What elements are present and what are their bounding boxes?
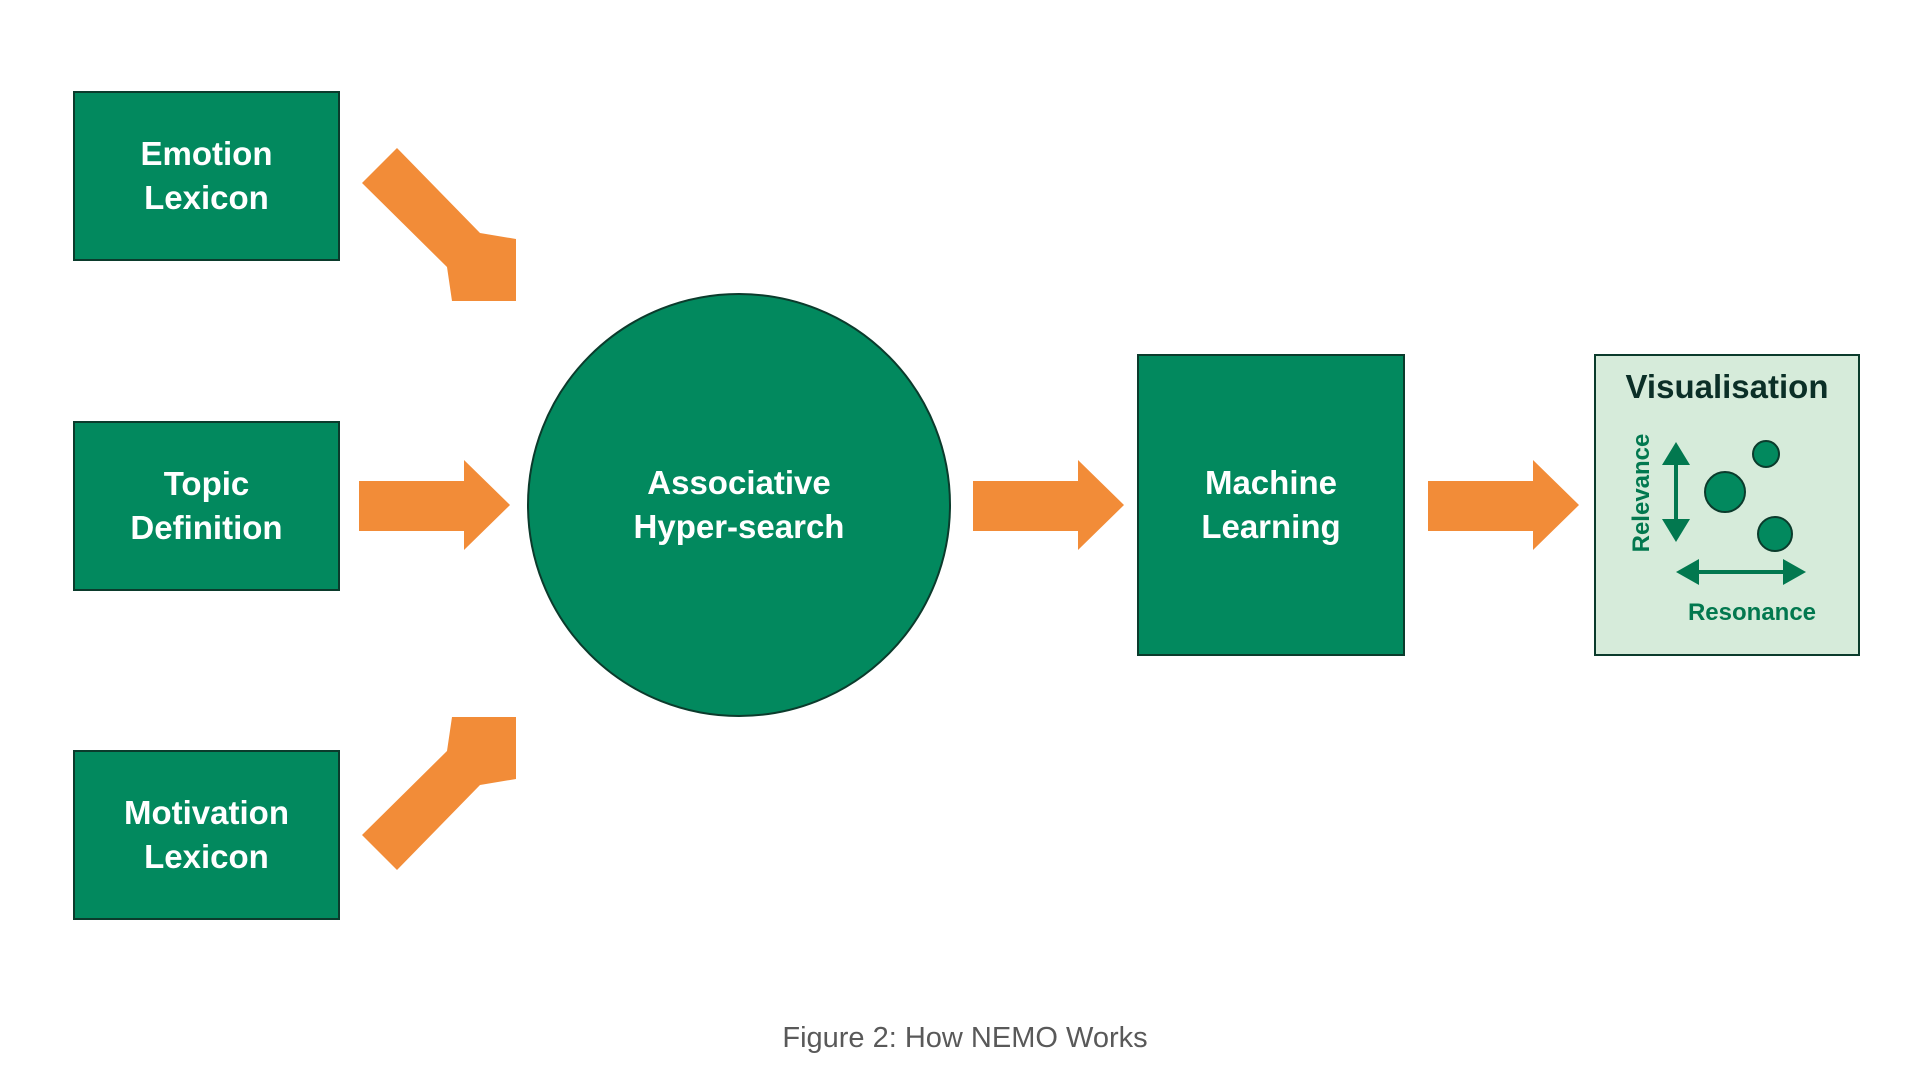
motivation-lexicon-box: Motivation Lexicon (73, 750, 340, 920)
machine-learning-label: Machine Learning (1201, 464, 1341, 545)
topic-definition-box: Topic Definition (73, 421, 340, 591)
relevance-axis-icon (1662, 442, 1690, 542)
associative-hyper-search-label: Associative Hyper-search (633, 464, 845, 545)
emotion-lexicon-label: Emotion Lexicon (140, 135, 273, 216)
topic-to-hub-arrow-icon (359, 460, 510, 550)
resonance-label: Resonance (1688, 599, 1816, 626)
visualisation-panel: Relevance Resonance Visualisation (1594, 354, 1860, 656)
hub-to-ml-arrow-icon (973, 460, 1124, 550)
motivation-to-hub-arrow-icon (362, 717, 516, 870)
resonance-axis-icon (1676, 559, 1806, 585)
visualisation-title: Visualisation (1625, 368, 1829, 405)
emotion-lexicon-box: Emotion Lexicon (73, 91, 340, 261)
large-dot-icon (1704, 471, 1746, 513)
figure-caption: Figure 2: How NEMO Works (782, 1022, 1148, 1054)
topic-definition-label: Topic Definition (130, 465, 283, 546)
associative-hyper-search-circle: Associative Hyper-search (527, 293, 951, 717)
machine-learning-box: Machine Learning (1137, 354, 1405, 656)
medium-dot-icon (1757, 516, 1793, 552)
small-dot-icon (1752, 440, 1780, 468)
motivation-lexicon-label: Motivation Lexicon (124, 794, 289, 875)
relevance-label: Relevance (1628, 434, 1655, 553)
ml-to-visualisation-arrow-icon (1428, 460, 1579, 550)
visualisation-graphic: Relevance Resonance (1628, 434, 1816, 626)
emotion-to-hub-arrow-icon (362, 148, 516, 301)
